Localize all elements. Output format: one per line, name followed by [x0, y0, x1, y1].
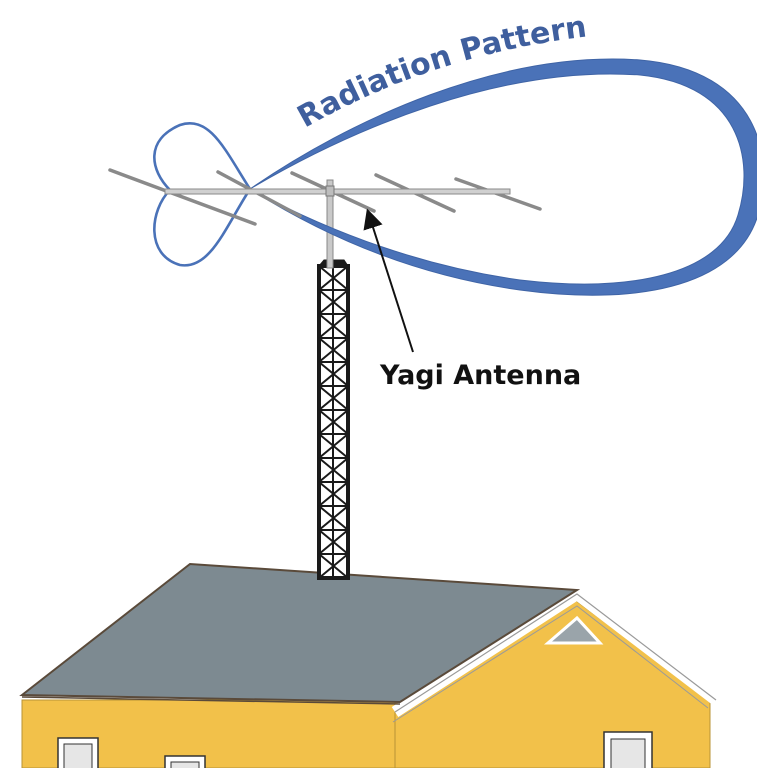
- yagi-antenna: [108, 168, 542, 226]
- antenna-boom: [164, 188, 511, 195]
- window-middle: [164, 755, 206, 768]
- gable-vent: [543, 615, 604, 645]
- antenna-pointer-arrow: [363, 208, 414, 353]
- main-lobe: [248, 58, 757, 296]
- antenna-mast: [326, 179, 334, 269]
- house-roof: [19, 562, 581, 704]
- reflector-element: [108, 168, 257, 226]
- house: [19, 562, 720, 768]
- radiation-pattern: [153, 58, 757, 296]
- window-right: [603, 731, 653, 768]
- window-left: [57, 737, 99, 768]
- yagi-antenna-label: Yagi Antenna: [379, 360, 581, 391]
- lattice-tower: [317, 259, 350, 580]
